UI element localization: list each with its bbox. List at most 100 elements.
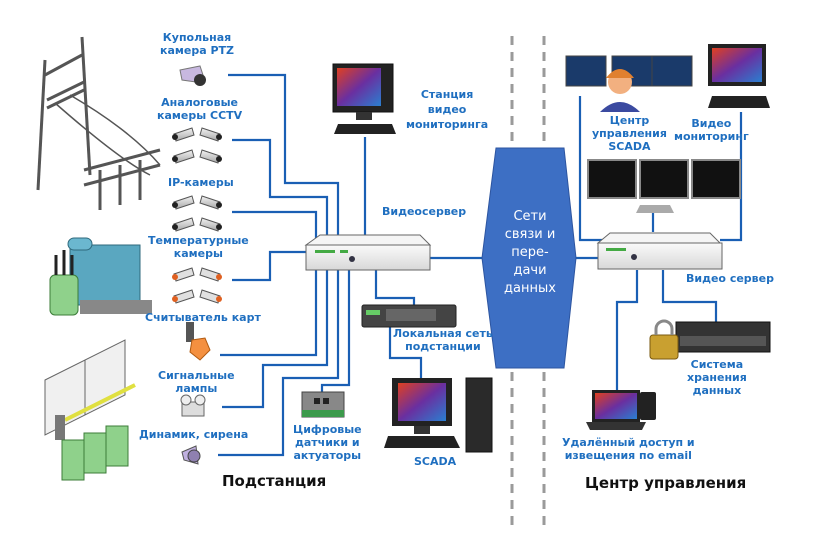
ptz-camera-icon	[179, 65, 206, 86]
edge-cc-server-to-remote	[615, 270, 639, 390]
cc-video-server-icon	[596, 232, 723, 270]
edge-lan-to-scada	[388, 327, 423, 378]
label-speaker-siren: Динамик, сирена	[139, 428, 248, 441]
label-video-server: Видеосервер	[382, 205, 466, 218]
thermal-camera-icons	[172, 267, 222, 304]
camera-icon	[199, 195, 222, 210]
connection-lines	[218, 73, 743, 457]
label-line: датчики и	[294, 436, 360, 449]
label-line: извещения по email	[564, 449, 692, 462]
section-title-substation: Подстанция	[222, 472, 327, 490]
hub-line: Сети	[513, 209, 547, 224]
label-line: мониторинг	[674, 130, 749, 143]
label-line: мониторинга	[406, 118, 489, 131]
edge-ptz-to-video-server	[228, 73, 340, 238]
network-hub-label: Сети связи и пере- дачи данных	[496, 208, 564, 298]
label-line: SCADA	[608, 140, 651, 153]
label-line: данных	[692, 384, 742, 397]
video-server-icon	[304, 234, 432, 271]
label-signal-lamps: Сигнальные лампы	[158, 369, 235, 395]
label-line: IP-камеры	[168, 176, 234, 189]
transformer-icon	[49, 237, 152, 316]
label-line: Локальная сеть	[393, 327, 493, 340]
label-storage: Система хранения данных	[687, 358, 747, 397]
edge-scada-center-to-cc-server	[578, 96, 605, 242]
monitoring-station-icon	[332, 63, 396, 134]
label-monitoring-station: Станция видео мониторинга	[406, 87, 488, 132]
label-line: Динамик, сирена	[139, 428, 249, 441]
edge-lamps-to-video-server	[222, 270, 329, 409]
video-wall-icon	[587, 159, 741, 213]
label-line: Видео сервер	[686, 272, 774, 285]
label-line: Удалённый доступ и	[562, 436, 695, 449]
label-line: камеры	[173, 247, 223, 260]
edge-digital-io-to-video-server	[320, 270, 351, 392]
camera-icon	[199, 289, 222, 304]
camera-icon	[199, 149, 222, 164]
camera-icon	[172, 127, 195, 142]
camera-icon	[199, 217, 222, 232]
label-analog-cameras: Аналоговые камеры CCTV	[157, 96, 242, 122]
label-cc-video-server: Видео сервер	[686, 272, 774, 285]
video-monitoring-workstation-icon	[708, 44, 770, 108]
edge-thermal-to-video-server	[232, 250, 306, 282]
label-line: Система	[690, 358, 744, 371]
label-line: Станция	[420, 88, 474, 101]
label-line: подстанции	[405, 340, 481, 353]
label-line: камеры CCTV	[157, 109, 243, 122]
network-hub-shape	[481, 147, 577, 369]
edge-video-server-to-lan	[374, 270, 416, 305]
label-line: SCADA	[414, 455, 457, 468]
camera-icon	[172, 217, 195, 232]
label-line: Центр	[609, 114, 650, 127]
label-line: актуаторы	[293, 449, 362, 462]
label-line: Сигнальные	[158, 369, 235, 382]
label-line: Видеосервер	[382, 205, 467, 218]
label-line: управления	[592, 127, 667, 140]
edge-video-monitoring-to-cc-server	[720, 112, 743, 242]
label-line: Видео	[691, 117, 732, 130]
label-line: Цифровые	[293, 423, 362, 436]
ip-camera-icons	[172, 195, 222, 232]
scada-workstation-icon	[384, 377, 493, 453]
label-thermal-cameras: Температурные камеры	[148, 234, 249, 260]
card-reader-icon	[186, 322, 211, 361]
hub-line: данных	[504, 281, 556, 296]
edge-analog-to-video-server	[232, 138, 329, 238]
siren-icon	[181, 445, 201, 465]
label-line: хранения	[687, 371, 747, 384]
camera-icon	[199, 267, 222, 282]
label-scada-center: Центр управления SCADA	[592, 114, 667, 153]
scada-center-monitors-icon	[565, 55, 693, 112]
camera-icon	[172, 195, 195, 210]
hub-line: пере-	[511, 245, 549, 260]
camera-icon	[199, 127, 222, 142]
label-video-monitoring: Видео мониторинг	[674, 117, 749, 143]
label-scada: SCADA	[414, 455, 456, 468]
edge-card-reader-to-video-server	[220, 270, 318, 357]
label-lan: Локальная сеть подстанции	[393, 327, 493, 353]
storage-icon	[649, 319, 771, 360]
label-line: Аналоговые	[161, 96, 238, 109]
remote-access-icon	[586, 390, 656, 430]
label-line: лампы	[175, 382, 218, 395]
label-card-reader: Считыватель карт	[145, 311, 261, 324]
signal-lamps-icon	[180, 394, 206, 417]
camera-icon	[172, 289, 195, 304]
label-line: Купольная	[162, 31, 232, 44]
substation-portal-icon	[36, 36, 161, 210]
label-line: Считыватель карт	[145, 311, 261, 324]
edge-siren-to-video-server	[218, 270, 340, 457]
analog-camera-icons	[172, 127, 222, 164]
label-remote-access: Удалённый доступ и извещения по email	[562, 436, 695, 462]
hub-line: дачи	[513, 263, 547, 278]
label-ptz-camera: Купольная камера PTZ	[160, 31, 234, 57]
lan-switch-icon	[361, 304, 457, 328]
label-line: Температурные	[148, 234, 249, 247]
section-title-control-center: Центр управления	[585, 474, 747, 492]
label-ip-cameras: IP-камеры	[168, 176, 234, 189]
gate-and-cabinets-icon	[44, 339, 136, 481]
label-line: видео	[427, 103, 467, 116]
edge-cc-server-to-storage	[661, 270, 718, 322]
